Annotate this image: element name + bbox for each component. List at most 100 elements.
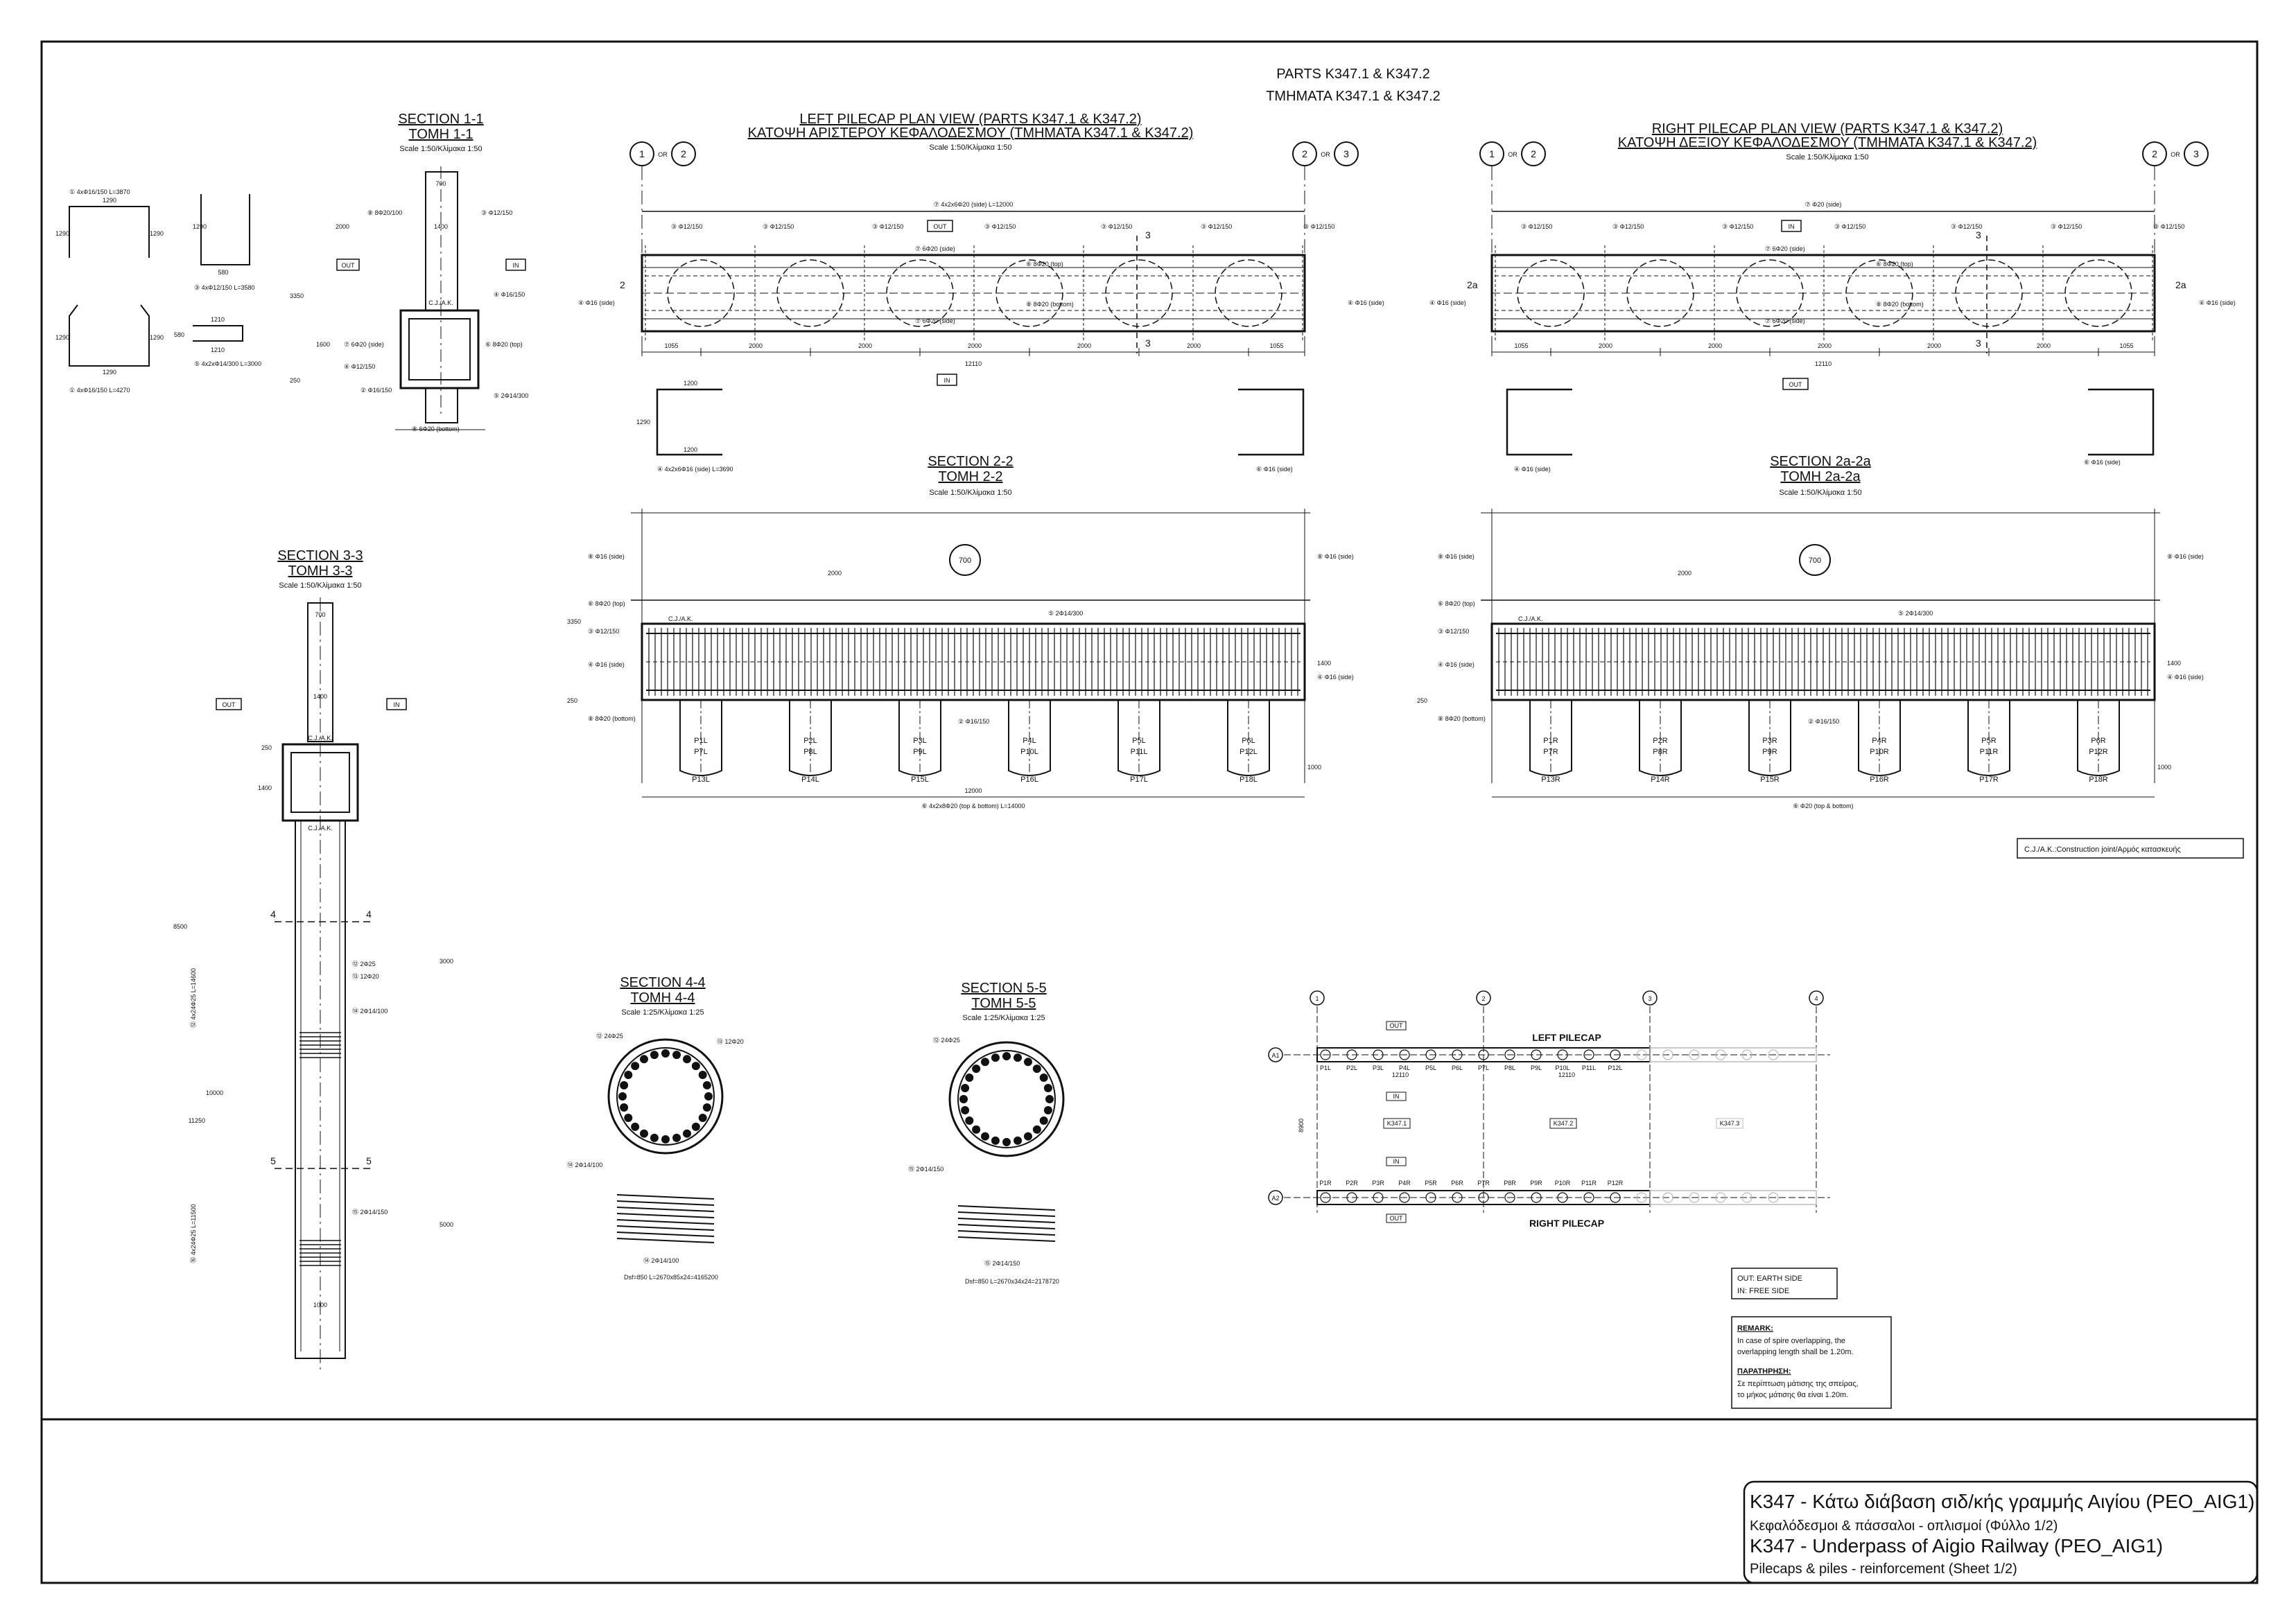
pile-label-bottom: P13L [692,776,710,784]
pile-label-mid: P9R [1762,748,1777,756]
left-plan-bar-detail-dim-3: 1200 [684,446,697,453]
key-pile-left-label: P5L [1425,1064,1436,1071]
section-3-3-mark-5a: 5 [270,1155,276,1166]
key-pile-left [1768,1049,1779,1060]
section-1-1-dim-250: 250 [290,377,300,384]
section-2a-2a-rebar-l5: ⑧ 8Φ20 (bottom) [1438,715,1486,722]
section-5-5-spiral [957,1205,1056,1242]
pile-label-bottom: P14L [801,776,819,784]
dim-text: 2000 [2037,342,2051,349]
remark-text-1: In case of spire overlapping, the [1737,1337,1845,1345]
key-pile-right [1636,1192,1647,1203]
section-4-4-pile [607,1038,724,1155]
rebar-dot [1032,1064,1041,1074]
left-plan-mark-2a: 2 [620,279,625,290]
rebar-dot [661,1049,670,1058]
rebar-dot [1032,1125,1041,1134]
rebar-dot [965,1116,974,1125]
title-block-line-3: K347 - Underpass of Aigio Railway (PEO_A… [1750,1535,2163,1557]
section-3-3-label-3: ⑬ 12Φ20 [352,973,379,980]
rebar-dot [683,1055,691,1064]
key-pile-right-label: P1R [1319,1180,1332,1186]
section-1-1-cj: C.J./A.K. [428,299,453,306]
left-plan-total: 12110 [965,360,982,367]
pile-label-bottom: P15R [1760,776,1780,784]
spiral-line [616,1207,715,1212]
rebar-dot [624,1114,633,1122]
key-pile-left [1425,1049,1436,1060]
key-plan: 1 2 3 4 A1 A2 LEFT PILECAP RIGHT PILECAP… [1268,990,1830,1229]
rebar-dot [1014,1053,1023,1062]
section-1-1-rebar-6: ④ Φ12/150 [344,363,375,370]
right-plan-or-2: OR [2171,151,2180,158]
section-1-1: SECTION 1-1 ΤΟΜΗ 1-1 Scale 1:50/Κλίμακα … [290,112,528,432]
pile-label-top: P1R [1543,737,1558,745]
key-pile-left [1531,1049,1542,1060]
spiral-line [616,1213,715,1218]
dim-text: 1055 [664,342,678,349]
right-plan-rebar-6: ④ Φ16 (side) [2199,299,2236,306]
left-plan-stirrups: ③ Φ12/150 ③ Φ12/150 ③ Φ12/150 ③ Φ12/150 … [671,223,1334,230]
bar-shape-1-label: ① 4xΦ16/150 L=3870 [69,189,130,195]
section-2-2-title-gr: ΤΟΜΗ 2-2 [939,469,1003,484]
key-pile-right-label: P8R [1504,1180,1516,1186]
pile-label-top: P2L [803,737,817,745]
key-pile-left-label: P3L [1373,1064,1384,1071]
dim-text: 2000 [1927,342,1941,349]
left-plan-or-2: OR [1321,151,1330,158]
bar-shape-1-dim-right: 1290 [150,230,164,237]
key-plan-axis-2: 2 [1481,995,1485,1002]
key-pile-left [1346,1049,1357,1060]
key-pile-left-label: P6L [1452,1064,1463,1071]
left-plan-mark-3b: 3 [1145,338,1151,349]
section-3-3-title-gr: ΤΟΜΗ 3-3 [288,563,353,579]
pile-label-mid: P9L [913,748,927,756]
dim-text: 2000 [968,342,982,349]
pile-circle [1626,259,1694,327]
key-plan-axis-4: 4 [1814,995,1818,1002]
key-pile-right-label: P10R [1555,1180,1571,1186]
section-2a-2a-mid-1: ⑤ 2Φ14/300 [1898,610,1933,617]
section-3-3-dim-700: 700 [315,611,325,618]
rebar-dot [961,1083,970,1092]
section-2-2-vdim-2000: 2000 [828,570,842,577]
section-1-1-title-gr: ΤΟΜΗ 1-1 [409,127,473,142]
section-3-3-label-4: ⑭ 2Φ14/100 [352,1008,388,1015]
left-plan-axis-1-label: 1 [639,148,645,159]
stirrup-label: ③ Φ12/150 [2051,223,2082,230]
right-plan-stirrups: ③ Φ12/150 ③ Φ12/150 ③ Φ12/150 ③ Φ12/150 … [1521,223,2184,230]
left-plan-bar-detail-label-r: ⑥ Φ16 (side) [1256,466,1293,473]
section-2-2-vdim-1400: 1400 [1317,660,1331,667]
section-4-4-label-4: ⑭ 2Φ14/100 [643,1257,679,1264]
section-1-1-dim-2000: 2000 [336,223,349,230]
rebar-dot [650,1051,659,1060]
stirrup-label: ③ Φ12/150 [1722,223,1753,230]
section-2-2-rebar-r2: ④ Φ16 (side) [1317,674,1354,681]
key-pile-right-label: P5R [1425,1180,1437,1186]
section-2a-2a-vdim-2000: 2000 [1678,570,1691,577]
pile-label-bottom: P18L [1240,776,1258,784]
key-pile-right [1557,1192,1568,1203]
rebar-dot [972,1064,981,1074]
section-2-2-title: SECTION 2-2 [928,454,1013,469]
key-plan-vdim: 8900 [1298,1119,1305,1132]
section-4-4: SECTION 4-4 ΤΟΜΗ 4-4 Scale 1:25/Κλίμακα … [567,975,744,1281]
rebar-dot [702,1103,711,1112]
bar-shape-3-label: ① 4xΦ16/150 L=4270 [69,387,130,394]
right-plan-rebar-2: ⑥ 8Φ20 (top) [1876,261,1913,268]
section-1-1-dim-1600: 1600 [316,341,330,348]
bar-shape-2-label: ③ 4xΦ12/150 L=3580 [194,284,255,291]
key-plan-out-1: OUT [1390,1022,1404,1029]
bar-shape-1 [69,206,150,258]
key-plan-row-a1: A1 [1271,1052,1279,1059]
section-4-4-note: Dsf=850 L=2670x85x24=4165200 [624,1274,718,1281]
key-plan-dim-1: 12110 [1392,1071,1409,1078]
right-plan-axis-1 [1479,141,1504,166]
key-pile-right [1715,1192,1726,1203]
dim-text: 1055 [1514,342,1528,349]
section-3-3-mark-4a: 4 [270,909,276,920]
pile-circle [1845,259,1913,327]
stirrup-label: ③ Φ12/150 [1612,223,1644,230]
remark-title: REMARK: [1737,1324,1773,1333]
key-pile-right [1425,1192,1436,1203]
